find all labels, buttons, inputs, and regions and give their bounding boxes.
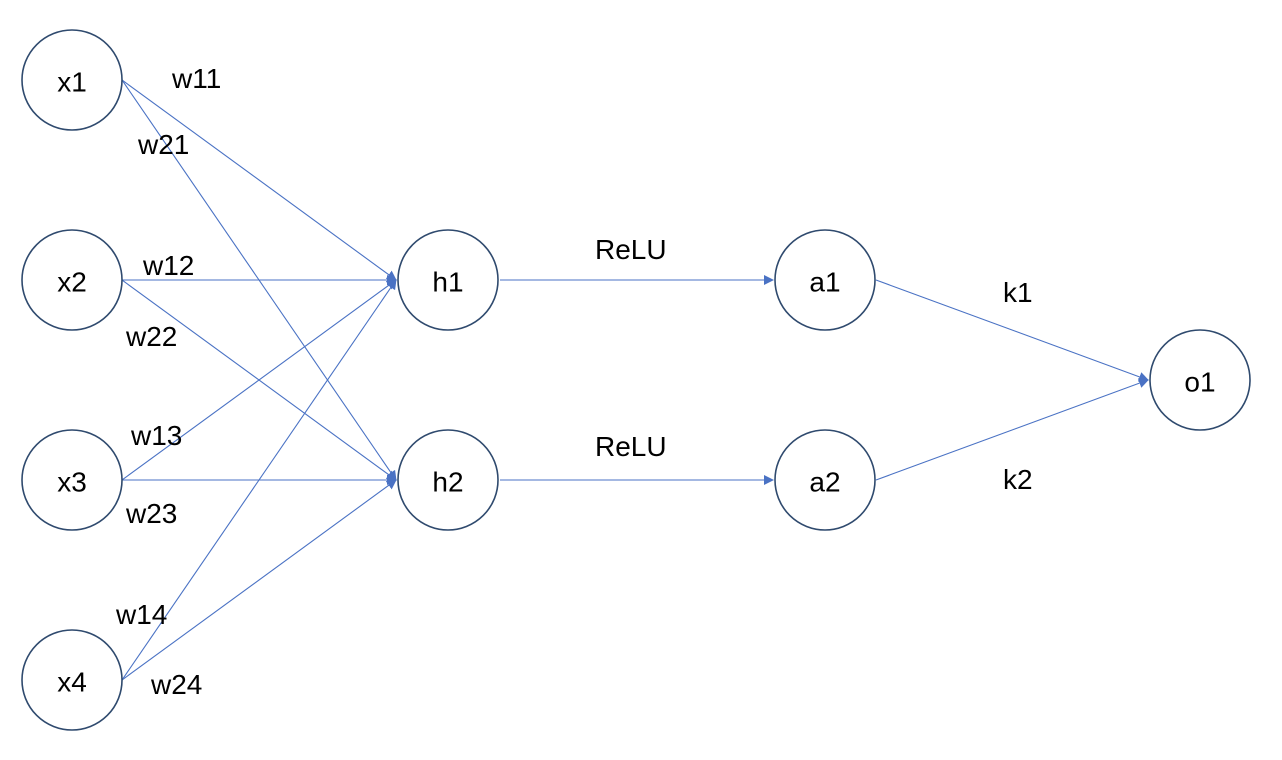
node-label-h1: h1	[432, 267, 463, 298]
edge-x4-h1	[121, 279, 397, 681]
edge-label-w13: w13	[130, 420, 182, 451]
node-label-o1: o1	[1184, 367, 1215, 398]
edge-label-w23: w23	[125, 498, 177, 529]
node-o1: o1	[1149, 329, 1251, 431]
edge-a2-o1	[875, 378, 1149, 481]
edge-label-relu-1: ReLU	[595, 234, 667, 265]
node-label-h2: h2	[432, 467, 463, 498]
node-label-x4: x4	[57, 667, 87, 698]
edge-label-w11: w11	[171, 63, 221, 94]
edge-labels-layer: w11 w21 w12 w22 w13 w23 w14 w24 ReLU ReL…	[115, 63, 1033, 700]
nodes-layer: x1 x2 x3 x4 h1 h2 a1 a2	[21, 29, 1251, 731]
node-h1: h1	[397, 229, 499, 331]
node-x3: x3	[21, 429, 123, 531]
edge-x1-h1	[121, 79, 397, 281]
edge-label-w24: w24	[150, 669, 202, 700]
node-x2: x2	[21, 229, 123, 331]
node-h2: h2	[397, 429, 499, 531]
node-label-x2: x2	[57, 267, 87, 298]
edge-label-w12: w12	[142, 250, 194, 281]
edge-label-k2: k2	[1003, 464, 1033, 495]
node-label-x1: x1	[57, 67, 87, 98]
edge-x3-h1	[121, 279, 397, 481]
node-a1: a1	[774, 229, 876, 331]
edge-label-relu-2: ReLU	[595, 431, 667, 462]
node-label-x3: x3	[57, 467, 87, 498]
edge-x4-h2	[121, 479, 397, 681]
edge-label-w14: w14	[115, 599, 167, 630]
edges-layer	[121, 79, 1149, 681]
node-x4: x4	[21, 629, 123, 731]
edge-label-k1: k1	[1003, 277, 1033, 308]
node-a2: a2	[774, 429, 876, 531]
edge-label-w22: w22	[125, 321, 177, 352]
node-label-a2: a2	[809, 467, 840, 498]
edge-label-w21: w21	[137, 129, 189, 160]
node-x1: x1	[21, 29, 123, 131]
node-label-a1: a1	[809, 267, 840, 298]
edge-a1-o1	[875, 279, 1149, 382]
